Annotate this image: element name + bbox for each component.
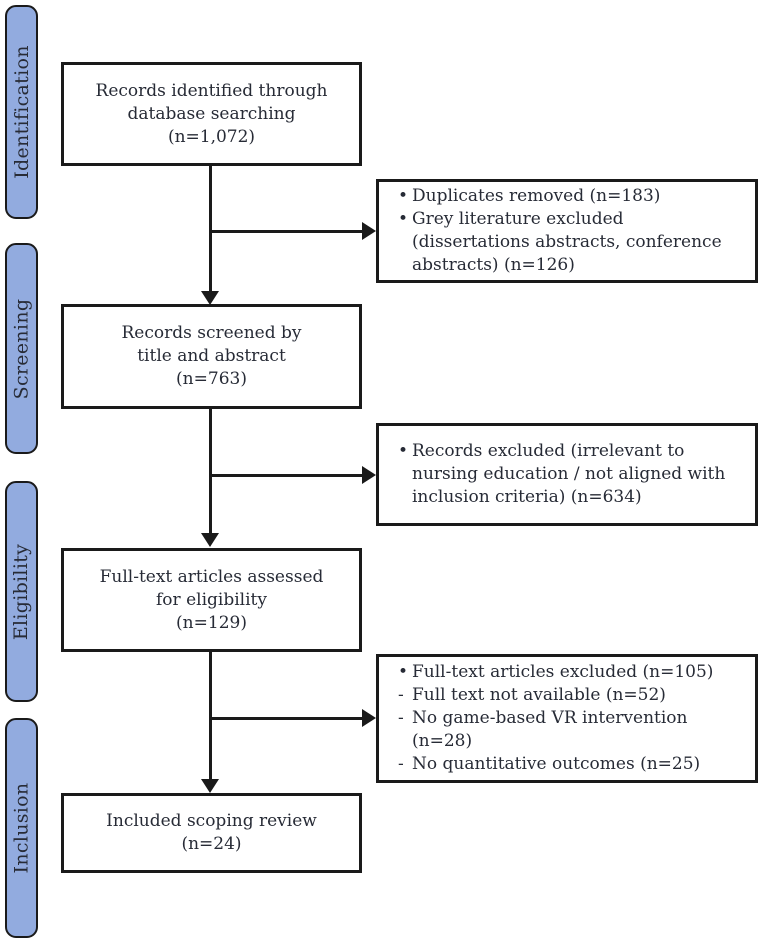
exclusion-box-records-excluded: • Records excluded (irrelevant to nursin…: [376, 423, 758, 526]
exclusion-item: • Records excluded (irrelevant to nursin…: [398, 440, 743, 509]
stage-label: Inclusion: [10, 782, 33, 874]
exclusion-item: - No game-based VR intervention (n=28): [398, 707, 743, 753]
flow-box-count: (n=1,072): [167, 126, 256, 147]
exclusion-text: Full-text articles excluded (n=105): [412, 662, 714, 682]
flow-box-line: for eligibility: [156, 589, 267, 610]
flow-box-line: title and abstract: [137, 346, 286, 366]
stage-pill-inclusion: Inclusion: [5, 718, 38, 938]
exclusion-text: Duplicates removed (n=183): [412, 186, 661, 206]
arrowhead-down-icon: [201, 779, 219, 793]
exclusion-item: - Full text not available (n=52): [398, 684, 743, 707]
flow-box-line: Full-text articles assessed: [99, 566, 324, 587]
flow-box-records-identified: Records identified through database sear…: [61, 62, 362, 166]
dash-marker: -: [398, 754, 404, 774]
stage-pill-identification: Identification: [5, 5, 38, 219]
flow-box-count: (n=763): [176, 369, 247, 389]
arrow-line-horizontal-2: [210, 474, 362, 477]
flow-box-records-screened: Records screened by title and abstract (…: [61, 304, 362, 409]
arrowhead-down-icon: [201, 291, 219, 305]
flow-box-line: Included scoping review: [106, 811, 317, 831]
flow-box-line: Records screened by: [121, 323, 302, 343]
stage-pill-screening: Screening: [5, 243, 38, 454]
flow-box-count: (n=24): [181, 834, 242, 854]
stage-label: Eligibility: [10, 543, 33, 640]
bullet-marker: •: [398, 209, 409, 229]
bullet-marker: •: [398, 186, 409, 206]
arrowhead-down-icon: [201, 533, 219, 547]
arrow-line-horizontal-1: [210, 230, 362, 233]
exclusion-text: Full text not available (n=52): [412, 685, 666, 705]
arrowhead-right-icon: [362, 222, 376, 240]
exclusion-box-duplicates-grey-literature: • Duplicates removed (n=183) • Grey lite…: [376, 179, 758, 283]
exclusion-item: - No quantitative outcomes (n=25): [398, 753, 743, 776]
exclusion-text: Records excluded (irrelevant to nursing …: [412, 441, 726, 507]
arrowhead-right-icon: [362, 466, 376, 484]
exclusion-text: No quantitative outcomes (n=25): [412, 754, 701, 774]
bullet-marker: •: [398, 441, 409, 461]
arrow-line-vertical-1: [209, 166, 212, 292]
flow-box-line: database searching: [127, 103, 296, 124]
dash-marker: -: [398, 685, 404, 705]
flow-box-fulltext-assessed: Full-text articles assessed for eligibil…: [61, 548, 362, 652]
bullet-marker: •: [398, 662, 409, 682]
exclusion-text: No game-based VR intervention (n=28): [412, 708, 688, 751]
exclusion-item: • Full-text articles excluded (n=105): [398, 661, 743, 684]
exclusion-item: • Grey literature excluded (dissertation…: [398, 208, 743, 277]
arrow-line-vertical-3: [209, 652, 212, 780]
arrow-line-horizontal-3: [210, 717, 362, 720]
stage-label: Identification: [10, 45, 33, 179]
stage-label: Screening: [10, 298, 33, 399]
dash-marker: -: [398, 708, 404, 728]
exclusion-box-fulltext-excluded: • Full-text articles excluded (n=105) - …: [376, 654, 758, 783]
stage-pill-eligibility: Eligibility: [5, 481, 38, 702]
arrow-line-vertical-2: [209, 409, 212, 534]
exclusion-text: Grey literature excluded (dissertations …: [412, 209, 722, 275]
exclusion-item: • Duplicates removed (n=183): [398, 185, 743, 208]
arrowhead-right-icon: [362, 709, 376, 727]
flow-box-line: Records identified through: [95, 80, 328, 101]
flow-box-included-review: Included scoping review (n=24): [61, 793, 362, 873]
flow-box-count: (n=129): [176, 612, 247, 633]
